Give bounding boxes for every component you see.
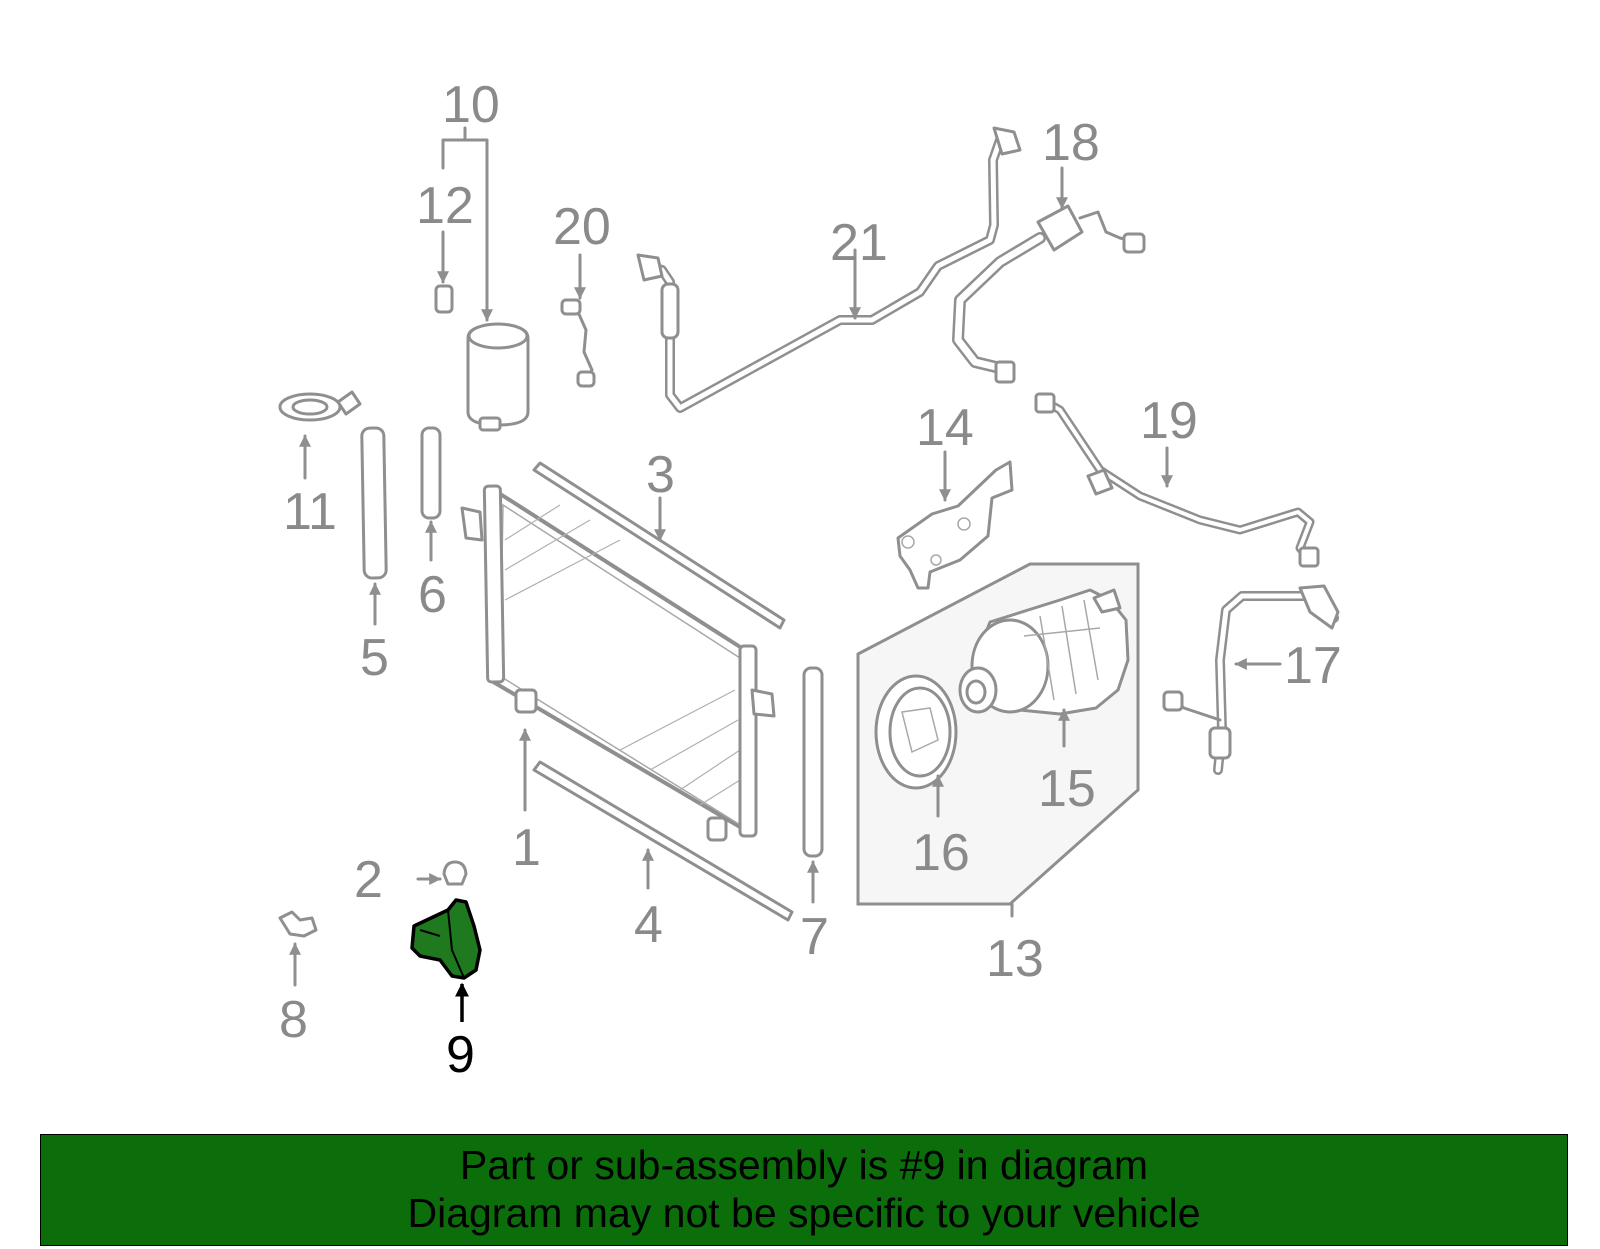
callout-17: 17: [1284, 637, 1342, 695]
callout-4: 4: [634, 896, 663, 954]
pressure-switch-part-12[interactable]: [434, 230, 454, 314]
liquid-line-part-19[interactable]: [1034, 392, 1320, 568]
highlighted-part-9[interactable]: [410, 898, 482, 1022]
seal-part-6[interactable]: [420, 426, 442, 562]
callout-2: 2: [354, 851, 383, 909]
compressor-part-15[interactable]: [958, 588, 1130, 748]
callout-6: 6: [418, 566, 447, 624]
callout-16: 16: [912, 824, 970, 882]
callout-21: 21: [830, 214, 888, 272]
discharge-hose-part-21[interactable]: [636, 126, 1022, 413]
callout-14: 14: [916, 399, 974, 457]
suction-hose-part-18[interactable]: [952, 166, 1146, 384]
receiver-drier-part-10[interactable]: [441, 126, 530, 432]
callout-18: 18: [1042, 114, 1100, 172]
callout-1: 1: [512, 819, 541, 877]
callout-8: 8: [279, 991, 308, 1049]
hose-part-17[interactable]: [1162, 584, 1340, 775]
seal-part-7[interactable]: [802, 666, 824, 904]
callout-11: 11: [283, 483, 337, 541]
clamp-part-11[interactable]: [278, 390, 362, 480]
sensor-part-20[interactable]: [560, 253, 596, 388]
callout-19: 19: [1140, 392, 1198, 450]
callout-13: 13: [986, 930, 1044, 988]
banner-line-disclaimer: Diagram may not be specific to your vehi…: [407, 1190, 1201, 1236]
seal-part-5[interactable]: [360, 426, 388, 626]
condenser-part-1[interactable]: [460, 484, 776, 842]
seal-part-3[interactable]: [532, 461, 786, 630]
seal-part-4[interactable]: [532, 760, 794, 922]
clip-part-2[interactable]: [416, 860, 468, 886]
callout-10: 10: [442, 76, 500, 134]
callout-5: 5: [360, 629, 389, 687]
callout-20: 20: [553, 198, 611, 256]
compressor-bracket-part-14[interactable]: [896, 450, 1014, 590]
callout-7: 7: [800, 908, 829, 966]
callout-12: 12: [416, 177, 474, 235]
callout-3: 3: [646, 446, 675, 504]
parts-diagram: 1 2 3 4 5 6 7 8 9 10 11 12 13 14 15 16 1…: [278, 76, 1342, 1084]
clutch-part-16[interactable]: [874, 674, 958, 818]
callout-15: 15: [1038, 760, 1096, 818]
callout-9: 9: [446, 1026, 475, 1084]
banner-line-part-number: Part or sub-assembly is #9 in diagram: [459, 1142, 1149, 1188]
info-banner: Part or sub-assembly is #9 in diagram Di…: [40, 1134, 1568, 1246]
bracket-part-8[interactable]: [278, 910, 318, 987]
